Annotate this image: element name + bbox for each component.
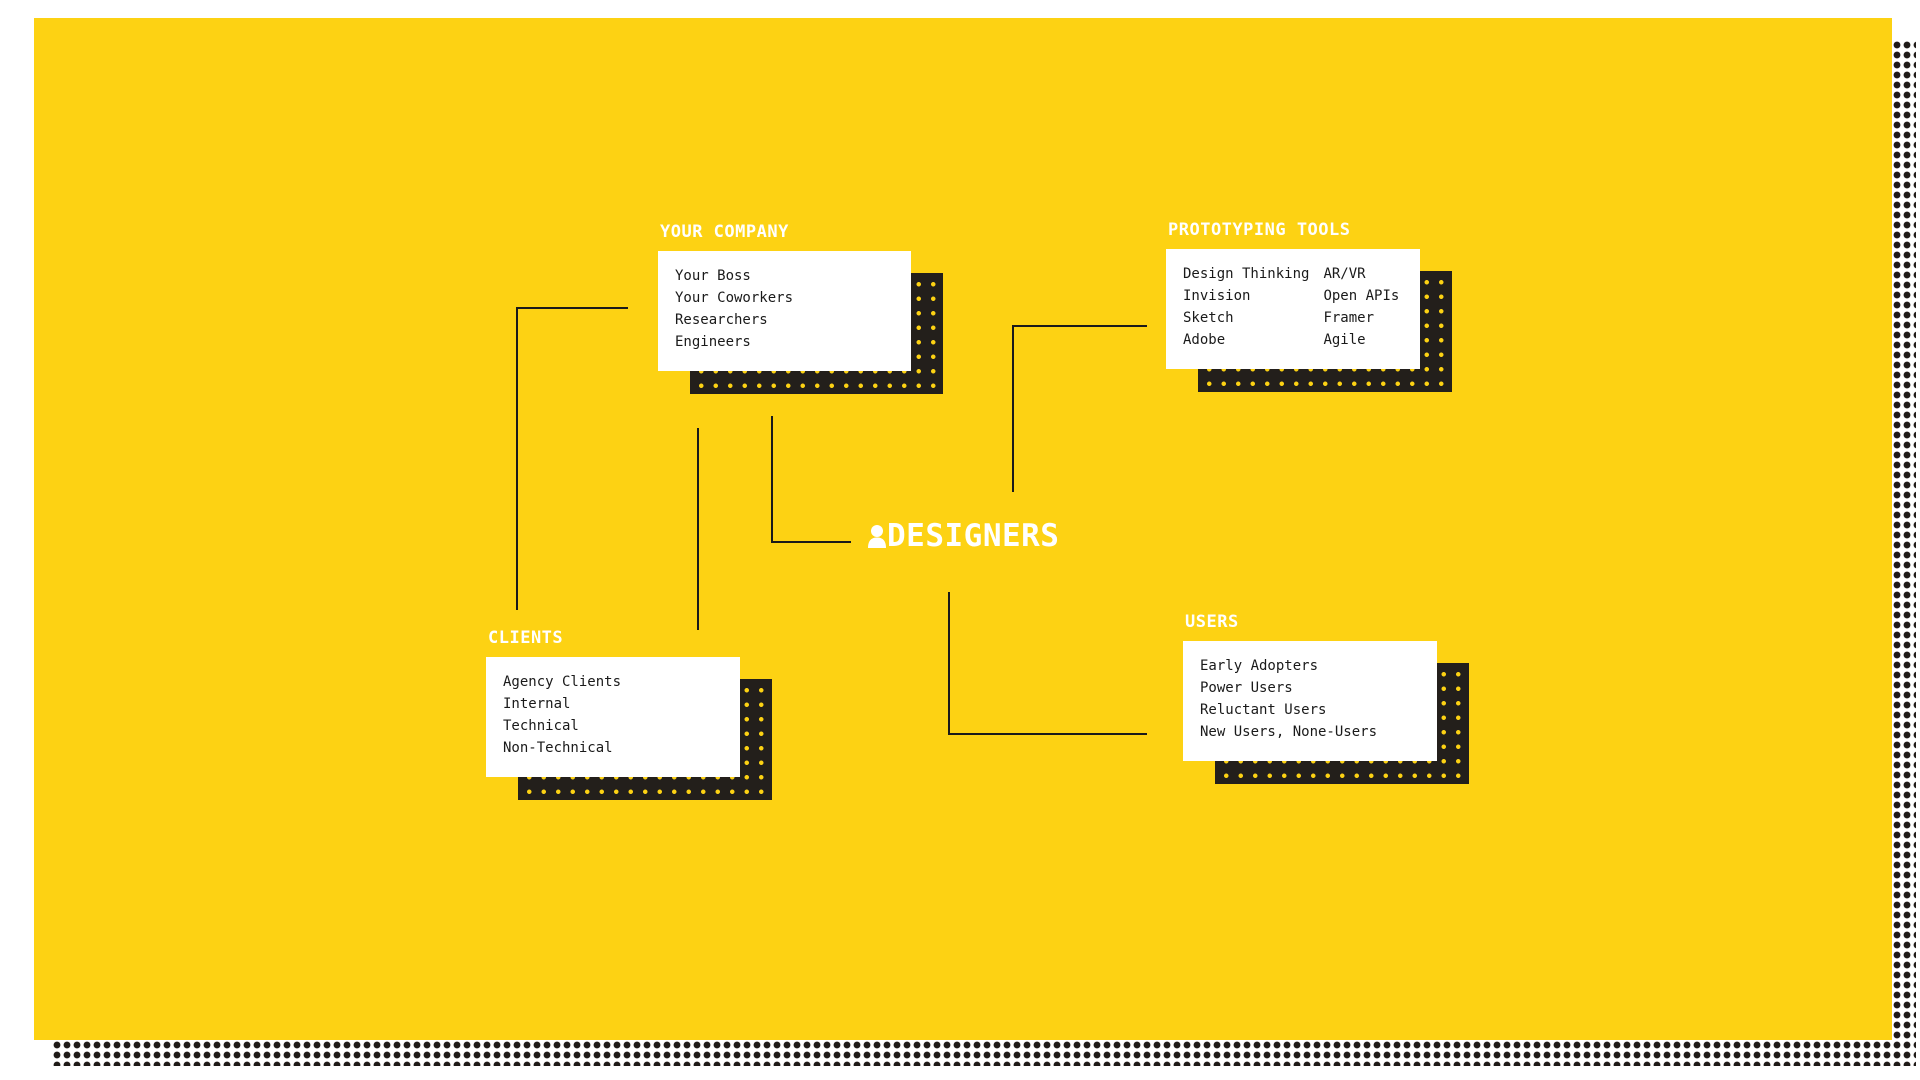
list-item: Agency Clients <box>503 674 622 690</box>
list-item: Your Coworkers <box>675 290 794 306</box>
list-item: Agile <box>1323 332 1366 348</box>
halftone-shadow-right <box>1892 40 1916 1066</box>
card-prototyping-tools: Design Thinking Invision Sketch Adobe AR… <box>1166 249 1420 369</box>
list-item: Non-Technical <box>503 740 613 756</box>
list-item: Framer <box>1323 310 1375 326</box>
group-title-users: USERS <box>1185 612 1239 632</box>
list-item: Power Users <box>1200 680 1293 696</box>
yellow-panel <box>34 18 1892 1040</box>
card-users: Early Adopters Power Users Reluctant Use… <box>1183 641 1437 761</box>
group-title-clients: CLIENTS <box>488 628 564 648</box>
center-label-text: DESIGNERS <box>887 518 1060 554</box>
list-item: Technical <box>503 718 579 734</box>
list-item: Your Boss <box>675 268 751 284</box>
list-item: Researchers <box>675 312 768 328</box>
list-users: Early Adopters Power Users Reluctant Use… <box>1200 655 1437 743</box>
card-clients: Agency Clients Internal Technical Non-Te… <box>486 657 740 777</box>
list-item: Sketch <box>1183 310 1234 326</box>
list-item: Adobe <box>1183 332 1226 348</box>
list-item: Design Thinking <box>1183 266 1310 282</box>
center-designers: DESIGNERS <box>867 518 1059 554</box>
card-your-company: Your Boss Your Coworkers Researchers Eng… <box>658 251 911 371</box>
list-item: Open APIs <box>1323 288 1400 304</box>
list-clients: Agency Clients Internal Technical Non-Te… <box>503 671 740 759</box>
list-item: Engineers <box>675 334 751 350</box>
list-item: Early Adopters <box>1200 658 1319 674</box>
group-title-prototyping-tools: PROTOTYPING TOOLS <box>1168 220 1351 240</box>
person-icon <box>868 525 886 548</box>
list-item: Invision <box>1183 288 1251 304</box>
list-item: Reluctant Users <box>1200 702 1327 718</box>
list-your-company: Your Boss Your Coworkers Researchers Eng… <box>675 265 911 353</box>
halftone-shadow-bottom <box>52 1040 1916 1066</box>
list-item: AR/VR <box>1323 266 1366 282</box>
group-title-your-company: YOUR COMPANY <box>660 222 789 242</box>
list-prototyping-tools-col-2: AR/VR Open APIs Framer Agile <box>1323 263 1399 351</box>
list-prototyping-tools-col-1: Design Thinking Invision Sketch Adobe <box>1183 263 1309 351</box>
list-item: New Users, None-Users <box>1200 724 1378 740</box>
list-item: Internal <box>503 696 571 712</box>
